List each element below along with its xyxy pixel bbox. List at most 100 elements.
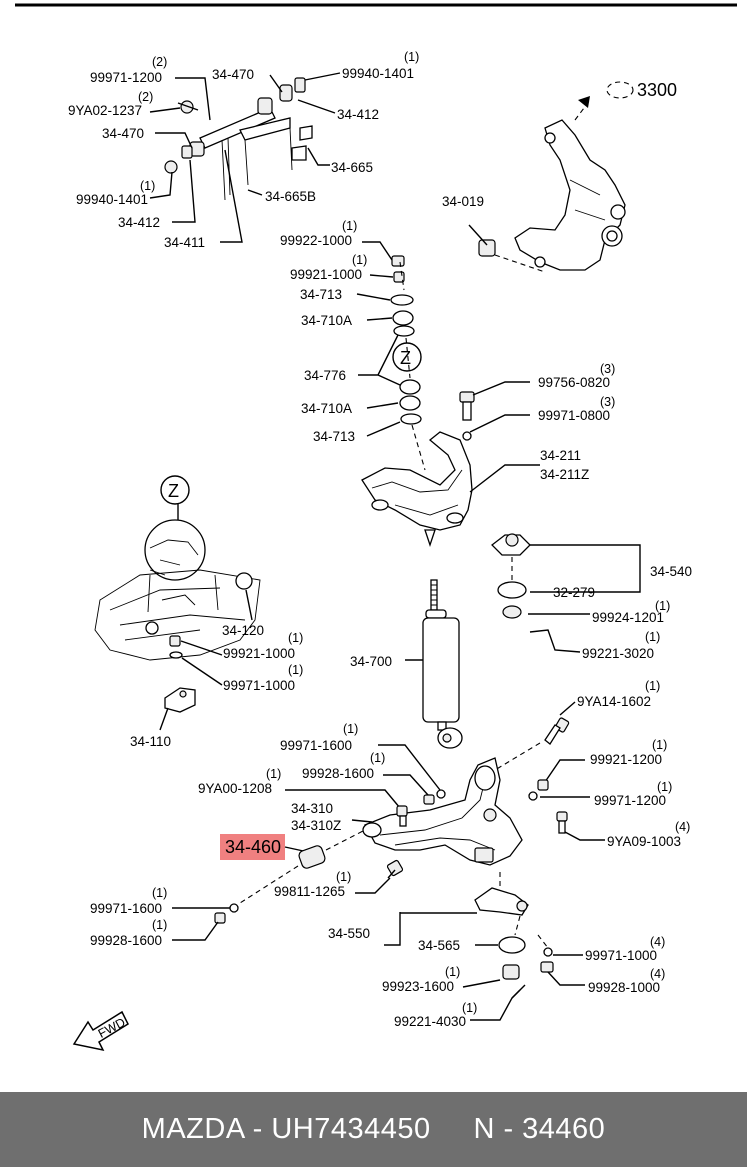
callout-34-565: 34-565	[418, 938, 460, 953]
stabilizer-link-assembly	[164, 77, 313, 201]
qty-99928-1600-a: (1)	[370, 751, 385, 765]
highlight-34-460	[220, 834, 285, 860]
upper-ball-joint	[491, 533, 531, 619]
qty-9YA00-1208: (1)	[266, 767, 281, 781]
qty-99922-1000: (1)	[342, 219, 357, 233]
qty-99921-1000-a: (1)	[352, 253, 367, 267]
callout-34-110: 34-110	[130, 734, 171, 749]
bushing-34-460	[298, 845, 326, 869]
callout-99921-1200: 99921-1200	[590, 752, 662, 767]
callout-9YA02-1237: 9YA02-1237	[68, 103, 142, 118]
callout-34-713-b: 34-713	[313, 429, 355, 444]
qty-99928-1600-b: (1)	[152, 918, 167, 932]
callout-34-665: 34-665	[331, 160, 373, 175]
detail-z: Z	[94, 475, 261, 713]
lower-ball-joint	[474, 872, 529, 980]
callout-99221-4030: 99221-4030	[394, 1014, 466, 1029]
callout-99921-1000-a: 99921-1000	[290, 267, 362, 282]
qty-9YA14-1602: (1)	[645, 679, 660, 693]
callout-99971-1600-b: 99971-1600	[90, 901, 162, 916]
footer-bar: MAZDA - UH7434450 N - 34460	[0, 1092, 747, 1167]
qty-99971-1000-low: (4)	[650, 935, 665, 949]
bolt-9YA09	[556, 811, 568, 834]
bolt-99756	[459, 391, 475, 421]
callout-99971-0800: 99971-0800	[538, 408, 610, 423]
callout-99971-1000-mid: 99971-1000	[223, 678, 295, 693]
callout-34-470-b: 34-470	[102, 126, 144, 141]
fwd-arrow-icon: FWD	[72, 1010, 129, 1052]
qty-99928-1000: (4)	[650, 967, 665, 981]
callout-9YA00-1208: 9YA00-1208	[198, 781, 272, 796]
zone-z-upper: Z	[400, 348, 411, 368]
qty-99921-1000-b: (1)	[288, 631, 303, 645]
callout-3300: 3300	[637, 80, 677, 100]
callout-34-211Z: 34-211Z	[540, 467, 589, 482]
qty-99940-1401-left: (1)	[140, 179, 155, 193]
callout-99756-0820: 99756-0820	[538, 375, 610, 390]
lower-control-arm	[362, 757, 523, 866]
callout-99928-1000: 99928-1000	[588, 980, 660, 995]
qty-99971-1600-b: (1)	[152, 886, 167, 900]
callout-34-540: 34-540	[650, 564, 692, 579]
qty-9YA02-1237: (2)	[138, 90, 153, 104]
upper-control-arm	[361, 431, 473, 548]
qty-99221-4030: (1)	[462, 1001, 477, 1015]
callout-34-710A-a: 34-710A	[301, 313, 352, 328]
callout-34-211: 34-211	[540, 448, 581, 463]
callout-99971-1200-b: 99971-1200	[594, 793, 666, 808]
qty-99971-1600-a: (1)	[343, 722, 358, 736]
qty-99971-1000-mid: (1)	[288, 663, 303, 677]
callout-34-412-left: 34-412	[118, 215, 160, 230]
callout-99940-1401-left: 99940-1401	[76, 192, 148, 207]
shock-absorber	[422, 579, 463, 749]
callout-99923-1600: 99923-1600	[382, 979, 454, 994]
callout-34-411: 34-411	[164, 235, 205, 250]
callout-34-120: 34-120	[222, 623, 264, 638]
callout-99924-1201: 99924-1201	[592, 610, 664, 625]
callout-99811-1265: 99811-1265	[274, 884, 345, 899]
callout-34-460[interactable]: 34-460	[225, 837, 281, 857]
callout-34-713-a: 34-713	[300, 287, 342, 302]
callout-99921-1000-b: 99921-1000	[223, 646, 295, 661]
qty-99756-0820: (3)	[600, 362, 615, 376]
callout-99971-1600-a: 99971-1600	[280, 738, 352, 753]
footer-callout: N - 34460	[473, 1113, 606, 1145]
footer-part-number: UH7434450	[271, 1113, 431, 1145]
callout-34-700: 34-700	[350, 654, 392, 669]
qty-99971-1200-b: (1)	[657, 780, 672, 794]
callout-34-665B: 34-665B	[265, 189, 316, 204]
qty-99924-1201: (1)	[655, 599, 670, 613]
qty-99811-1265: (1)	[336, 870, 351, 884]
callout-99928-1600-a: 99928-1600	[302, 766, 374, 781]
qty-99971-0800: (3)	[600, 395, 615, 409]
callout-99928-1600-b: 99928-1600	[90, 933, 162, 948]
callout-32-279: 32-279	[553, 585, 595, 600]
callout-34-470-a: 34-470	[212, 67, 254, 82]
qty-99923-1600: (1)	[445, 965, 460, 979]
callout-34-412-top: 34-412	[337, 107, 379, 122]
bushing-34-019	[478, 239, 496, 257]
callout-9YA14-1602: 9YA14-1602	[577, 694, 651, 709]
steering-knuckle	[514, 119, 626, 271]
callout-34-310Z: 34-310Z	[291, 818, 341, 833]
qty-9YA09-1003: (4)	[675, 820, 690, 834]
callout-34-710A-b: 34-710A	[301, 401, 352, 416]
qty-99221-3020: (1)	[645, 630, 660, 644]
callout-99971-1000-low: 99971-1000	[585, 948, 657, 963]
callout-34-019: 34-019	[442, 194, 484, 209]
callout-34-310: 34-310	[291, 801, 333, 816]
callout-99221-3020: 99221-3020	[582, 646, 654, 661]
qty-99921-1200: (1)	[652, 738, 667, 752]
callout-99940-1401-top: 99940-1401	[342, 66, 414, 81]
callout-34-550: 34-550	[328, 926, 370, 941]
callout-34-776: 34-776	[304, 368, 346, 383]
callout-99922-1000: 99922-1000	[280, 233, 352, 248]
qty-99971-1200-top: (2)	[152, 55, 167, 69]
footer-text: MAZDA - UH7434450 N - 34460	[141, 1113, 606, 1145]
zone-z-detail: Z	[168, 481, 179, 501]
fwd-label: FWD	[96, 1015, 128, 1041]
qty-99940-1401-top: (1)	[404, 50, 419, 64]
callout-9YA09-1003: 9YA09-1003	[607, 834, 681, 849]
bolt-9YA14	[544, 717, 570, 745]
